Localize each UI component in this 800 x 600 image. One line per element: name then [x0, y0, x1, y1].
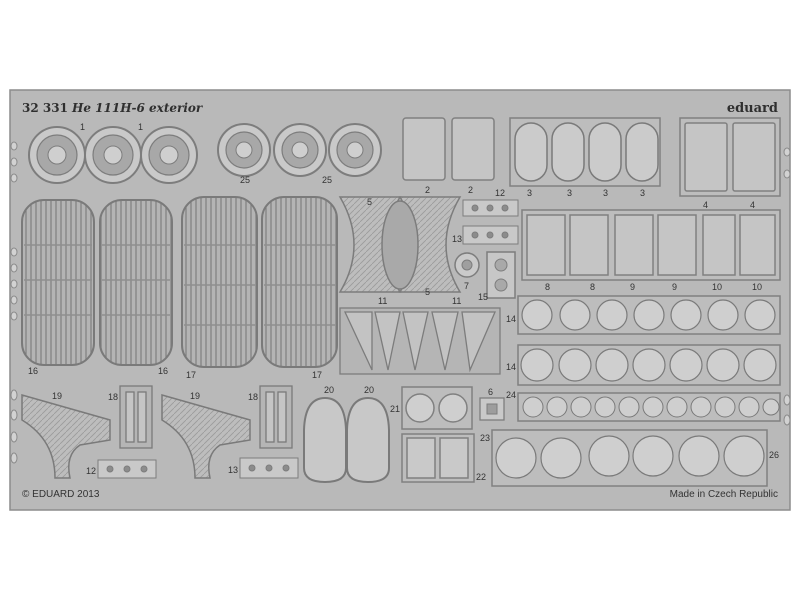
part-4-panels	[679, 117, 781, 197]
part-label: 1	[80, 122, 85, 132]
part-12-13-lower-strips	[97, 457, 299, 479]
part-16-radiator-grilles	[21, 199, 173, 366]
part-3-oval-hatches	[509, 117, 661, 187]
part-label: 26	[769, 450, 779, 460]
part-label: 16	[158, 366, 168, 376]
part-label: 12	[86, 466, 96, 476]
part-label: 25	[322, 175, 332, 185]
part-6-small-tab	[479, 397, 505, 421]
sprue-tabs	[10, 141, 791, 464]
part-label: 16	[28, 366, 38, 376]
part-label: 18	[248, 392, 258, 402]
part-label: 9	[672, 282, 677, 292]
part-label: 6	[488, 387, 493, 397]
part-label: 9	[630, 282, 635, 292]
sheet-title: He 111H-6 exterior	[71, 101, 204, 115]
part-label: 11	[378, 296, 387, 306]
brand-logo: eduard	[727, 101, 778, 116]
part-label: 14	[506, 314, 516, 324]
part-17-radiator-grilles	[181, 196, 338, 368]
part-label: 20	[324, 385, 334, 395]
part-24-disk-row	[517, 392, 781, 422]
part-label: 5	[425, 287, 430, 297]
part-label: 4	[750, 200, 755, 210]
part-label: 13	[228, 465, 238, 475]
part-label: 5	[367, 197, 372, 207]
part-20-frames	[303, 396, 390, 484]
part-14-disk-rows	[517, 295, 781, 386]
part-7-disc	[454, 252, 480, 278]
part-label: 17	[312, 370, 322, 380]
sheet-code: 32 331	[22, 101, 68, 115]
part-19-supports	[21, 394, 251, 479]
part-label: 3	[567, 188, 572, 198]
part-label: 3	[603, 188, 608, 198]
part-8-9-10-panels	[521, 209, 781, 281]
part-label: 17	[186, 370, 196, 380]
part-1-engine-rings	[28, 126, 198, 184]
origin-text: Made in Czech Republic	[670, 489, 778, 500]
copyright-text: © EDUARD 2013	[22, 489, 100, 500]
part-label: 10	[712, 282, 722, 292]
part-label: 24	[506, 390, 516, 400]
part-label: 21	[390, 404, 400, 414]
part-label: 3	[527, 188, 532, 198]
part-5-curved-covers	[338, 196, 462, 293]
part-label: 2	[468, 185, 473, 195]
part-25-engine-rings	[217, 123, 382, 177]
part-label: 22	[476, 472, 486, 482]
part-label: 18	[108, 392, 118, 402]
part-number-labels: 1 1 25 25 2 2 3 3 3 3 4 4 5 5 6 7 8 8 9 …	[28, 122, 779, 482]
part-label: 8	[590, 282, 595, 292]
part-label: 2	[425, 185, 430, 195]
part-label: 20	[364, 385, 374, 395]
part-label: 1	[138, 122, 143, 132]
part-label: 19	[52, 391, 62, 401]
part-23-26-disks	[491, 429, 768, 487]
part-label: 25	[240, 175, 250, 185]
part-15-plate	[486, 251, 516, 299]
part-18-hinges	[119, 385, 293, 449]
part-label: 7	[464, 281, 469, 291]
part-label: 8	[545, 282, 550, 292]
part-label: 19	[190, 391, 200, 401]
part-label: 11	[452, 296, 461, 306]
part-label: 13	[452, 234, 462, 244]
part-21-22-panels	[401, 386, 475, 483]
part-label: 10	[752, 282, 762, 292]
part-label: 12	[495, 188, 505, 198]
part-label: 4	[703, 200, 708, 210]
part-label: 3	[640, 188, 645, 198]
part-2-panels	[402, 117, 495, 181]
part-label: 14	[506, 362, 516, 372]
part-label: 15	[478, 292, 488, 302]
part-12-13-strips	[462, 199, 519, 245]
part-label: 23	[480, 433, 490, 443]
part-11-brackets	[339, 307, 501, 375]
